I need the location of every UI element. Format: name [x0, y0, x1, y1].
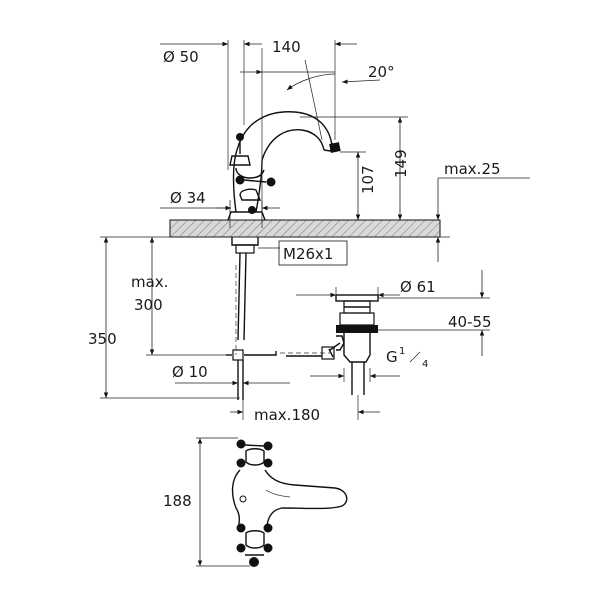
label-40-55: 40-55: [448, 313, 492, 331]
pop-up-waste: [329, 294, 379, 395]
g-fraction-slash: [409, 351, 421, 363]
label-g-denominator: 4: [422, 359, 428, 370]
cross-handle-side: [229, 133, 276, 214]
label-140: 140: [272, 38, 301, 56]
faucet-side-view: [226, 111, 341, 400]
label-m26: M26x1: [283, 245, 333, 263]
label-g-thread: G: [386, 348, 398, 366]
label-dia50: Ø 50: [163, 48, 199, 66]
dimension-lines: [100, 40, 530, 567]
label-max180: max.180: [254, 406, 320, 424]
dimension-labels: Ø 50 140 20° 149 107 max.25 Ø 34 M26x1 m…: [88, 38, 501, 510]
countertop-section: [169, 219, 441, 238]
label-angle20: 20°: [368, 63, 395, 81]
label-g-numerator: 1: [399, 346, 405, 357]
label-dia34: Ø 34: [170, 189, 206, 207]
label-107: 107: [359, 165, 377, 194]
label-max300-line1: max.: [131, 273, 168, 291]
label-350: 350: [88, 330, 117, 348]
label-max300-line2: 300: [134, 296, 163, 314]
label-dia61: Ø 61: [400, 278, 436, 296]
label-max25: max.25: [444, 160, 501, 178]
label-149: 149: [392, 149, 410, 178]
label-188: 188: [163, 492, 192, 510]
label-dia10: Ø 10: [172, 363, 208, 381]
faucet-top-view: [231, 439, 348, 567]
